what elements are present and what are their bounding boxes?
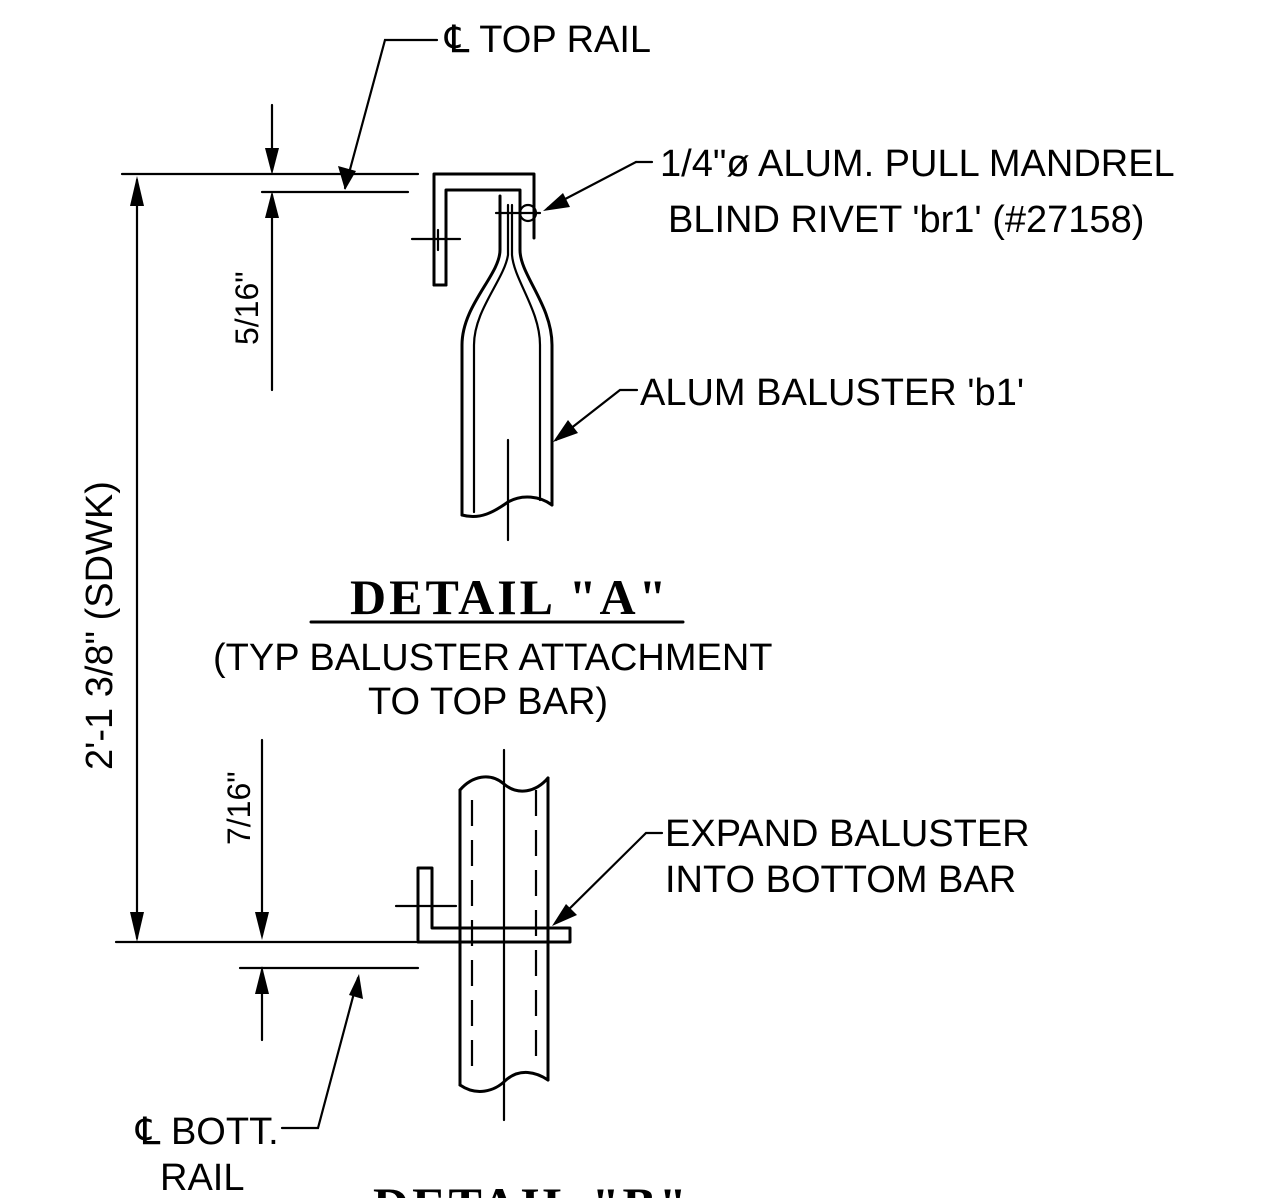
bottom-offset-dimension (238, 738, 420, 1042)
baluster-leader (553, 388, 639, 442)
rivet-label-line2: BLIND RIVET 'br1' (#27158) (668, 199, 1144, 241)
bottom-baluster (458, 748, 550, 1122)
top-offset-dim-label: 5/16" (229, 271, 265, 345)
top-rail-leader (338, 38, 439, 190)
bott-rail-label-line1: ℄ BOTT. (135, 1111, 279, 1153)
top-rail-label: ℄ TOP RAIL (444, 19, 651, 61)
bott-rail-label-line2: RAIL (160, 1157, 244, 1198)
detail-a-subtitle-line2: TO TOP BAR) (368, 681, 608, 723)
expand-label-line1: EXPAND BALUSTER (665, 813, 1030, 855)
top-offset-dimension (120, 103, 420, 392)
rivet-label-line1: 1/4"ø ALUM. PULL MANDREL (660, 143, 1175, 185)
bottom-offset-dim-label: 7/16" (221, 771, 257, 845)
top-baluster (460, 194, 554, 542)
rivet-leader (543, 160, 654, 211)
baluster-label: ALUM BALUSTER 'b1' (640, 372, 1024, 414)
overall-dimension (114, 176, 420, 944)
expand-label-line2: INTO BOTTOM BAR (665, 859, 1016, 901)
bottom-rail-bar (394, 866, 572, 944)
expand-leader (552, 831, 664, 926)
overall-dim-label: 2'-1 3/8" (SDWK) (79, 481, 121, 770)
detail-b-title: DETAIL "B" (373, 1177, 690, 1198)
detail-a-subtitle-line1: (TYP BALUSTER ATTACHMENT (213, 637, 773, 679)
detail-a-title: DETAIL "A" (350, 569, 669, 625)
bottom-rail-leader (280, 974, 363, 1130)
